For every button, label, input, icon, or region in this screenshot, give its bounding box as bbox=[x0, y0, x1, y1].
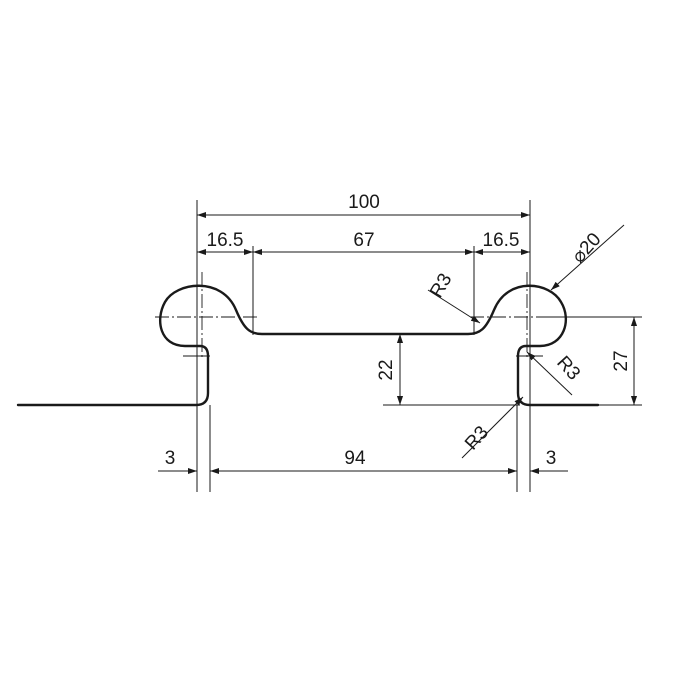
radius-label-right-side: R3 bbox=[552, 352, 584, 384]
diameter-label: ⌀20 bbox=[568, 229, 605, 267]
radius-leader-right-bottom bbox=[461, 396, 524, 459]
dim-label-22: 22 bbox=[376, 359, 397, 380]
dim-label-16-5-right: 16.5 bbox=[483, 230, 520, 251]
dim-label-27: 27 bbox=[611, 350, 632, 371]
diameter-leader bbox=[550, 224, 625, 291]
dim-label-67: 67 bbox=[353, 230, 374, 251]
dim-label-94: 94 bbox=[344, 448, 366, 469]
dim-label-100: 100 bbox=[348, 192, 380, 213]
dim-label-16-5-left: 16.5 bbox=[207, 230, 244, 251]
radius-label-left: R3 bbox=[426, 270, 456, 302]
dim-label-3-left: 3 bbox=[165, 448, 176, 469]
radius-leader-left bbox=[427, 289, 481, 324]
radius-leader-right-side bbox=[526, 351, 573, 396]
radius-label-right-bottom: R3 bbox=[461, 422, 493, 454]
profile-outline bbox=[16, 284, 600, 407]
dim-label-3-right: 3 bbox=[546, 448, 557, 469]
